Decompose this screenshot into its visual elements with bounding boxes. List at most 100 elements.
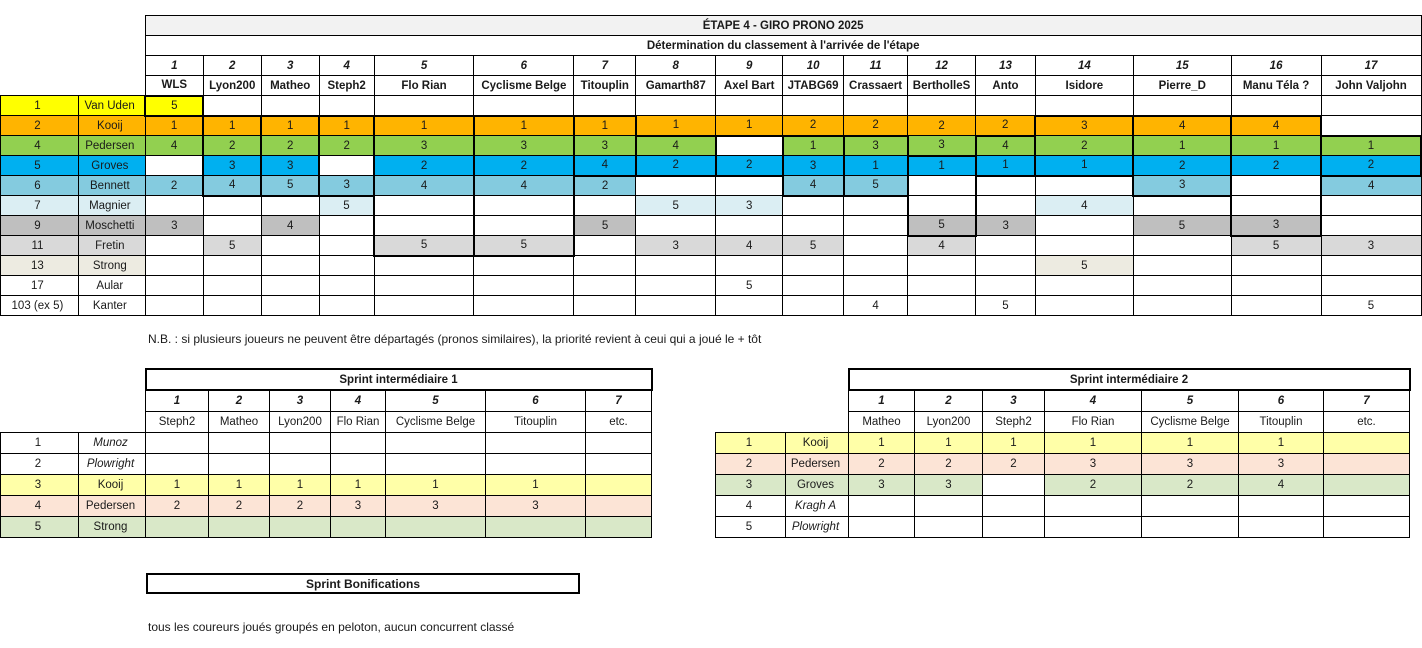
prono-cell: 5 [202, 235, 262, 256]
sprint-prono-cell [1044, 515, 1142, 538]
prono-cell: 4 [907, 235, 977, 256]
prono-cell: 5 [260, 175, 321, 197]
prono-cell [635, 295, 717, 316]
rider-name: Fretin [77, 235, 146, 256]
sprint-prono-cell: 2 [208, 494, 270, 517]
rider-rank: 2 [0, 115, 79, 136]
sprint-column-number-1: 1 [848, 389, 915, 412]
prono-cell [635, 255, 717, 276]
prono-cell [635, 175, 717, 196]
sprint-prono-cell: 3 [848, 473, 915, 496]
sprint-player-header-3: Steph2 [982, 410, 1045, 433]
prono-cell: 2 [782, 115, 845, 136]
sprint-prono-cell [1238, 494, 1324, 517]
sprint-column-number-7: 7 [1323, 389, 1410, 412]
prono-cell: 3 [472, 135, 575, 156]
prono-cell [260, 295, 320, 316]
prono-cell: 3 [260, 155, 321, 176]
column-number-10: 10 [782, 55, 845, 76]
prono-cell [1320, 215, 1422, 236]
prono-cell: 1 [635, 115, 717, 136]
sprint-prono-cell: 1 [485, 473, 586, 496]
prono-cell [472, 195, 575, 216]
spacer [1, 411, 79, 432]
prono-cell: 4 [144, 135, 204, 156]
player-header-4: Steph2 [318, 75, 375, 96]
prono-cell: 5 [975, 295, 1036, 316]
sprint-prono-cell [982, 494, 1045, 517]
prono-cell [573, 195, 637, 216]
prono-cell: 3 [715, 195, 784, 216]
prono-cell: 3 [781, 155, 845, 176]
prono-cell: 2 [634, 155, 717, 177]
rider-name: Magnier [77, 195, 146, 216]
sprint-prono-cell: 2 [914, 452, 983, 475]
sprint-rider-rank: 2 [0, 452, 79, 475]
sprint-prono-cell: 2 [1141, 473, 1239, 496]
column-number-17: 17 [1320, 55, 1422, 76]
prono-cell [260, 195, 320, 216]
sprint-prono-cell [330, 431, 386, 454]
prono-cell [144, 275, 204, 296]
bonifications-note: tous les coureurs joués groupés en pelot… [148, 620, 515, 634]
sprint-prono-cell: 1 [385, 473, 486, 496]
sprint-prono-cell [269, 452, 331, 475]
prono-cell [573, 95, 637, 116]
sprint-prono-cell [585, 431, 652, 454]
player-header-7: Titouplin [573, 75, 637, 96]
prono-cell: 3 [373, 135, 475, 156]
sprint-player-header-5: Cyclisme Belge [385, 410, 486, 433]
sprint-prono-cell: 1 [848, 431, 915, 454]
spacer [78, 56, 145, 76]
sprint-rider-rank: 1 [715, 431, 786, 454]
prono-cell [906, 195, 977, 216]
prono-cell [782, 295, 845, 316]
prono-cell [907, 275, 977, 296]
prono-cell [573, 275, 637, 296]
sprint-player-header-1: Steph2 [145, 410, 209, 433]
sprint-rider-name: Munoz [78, 431, 146, 454]
sprint-rider-name: Strong [78, 515, 146, 538]
sprint-rider-rank: 2 [715, 452, 786, 475]
prono-cell: 1 [974, 155, 1037, 177]
player-header-5: Flo Rian [373, 75, 475, 96]
sprint-2-title-row: Sprint intermédiaire 2 [716, 368, 1411, 391]
prono-cell [202, 295, 262, 316]
column-number-14: 14 [1034, 55, 1134, 76]
sprint-prono-cell: 3 [1141, 452, 1239, 475]
column-number-11: 11 [843, 55, 909, 76]
prono-cell: 3 [842, 134, 909, 156]
prono-cell: 4 [843, 295, 909, 316]
prono-cell [715, 255, 784, 276]
sprint-prono-cell: 2 [269, 494, 331, 517]
rider-rank: 17 [0, 275, 79, 296]
spacer [1, 56, 79, 76]
sprint-prono-cell [1323, 431, 1410, 454]
prono-cell [1132, 235, 1232, 256]
player-header-12: BertholleS [907, 75, 977, 96]
prono-cell: 1 [572, 114, 637, 136]
player-header-14: Isidore [1034, 75, 1134, 96]
sprint-rider-name: Plowright [785, 515, 849, 538]
sprint-prono-cell [1044, 494, 1142, 517]
sprint-column-number-2: 2 [208, 389, 270, 412]
player-header-13: Anto [975, 75, 1036, 96]
sprint-prono-cell [1238, 515, 1324, 538]
sprint-column-number-5: 5 [385, 389, 486, 412]
player-header-9: Axel Bart [715, 75, 784, 96]
prono-cell [843, 195, 909, 216]
prono-cell [715, 215, 784, 236]
prono-cell: 4 [781, 175, 845, 197]
sprint-prono-cell [485, 515, 586, 538]
prono-cell [782, 255, 845, 276]
player-header-10: JTABG69 [782, 75, 845, 96]
sprint-prono-cell: 3 [485, 494, 586, 517]
prono-cell [1320, 255, 1422, 276]
prono-cell [318, 95, 375, 116]
